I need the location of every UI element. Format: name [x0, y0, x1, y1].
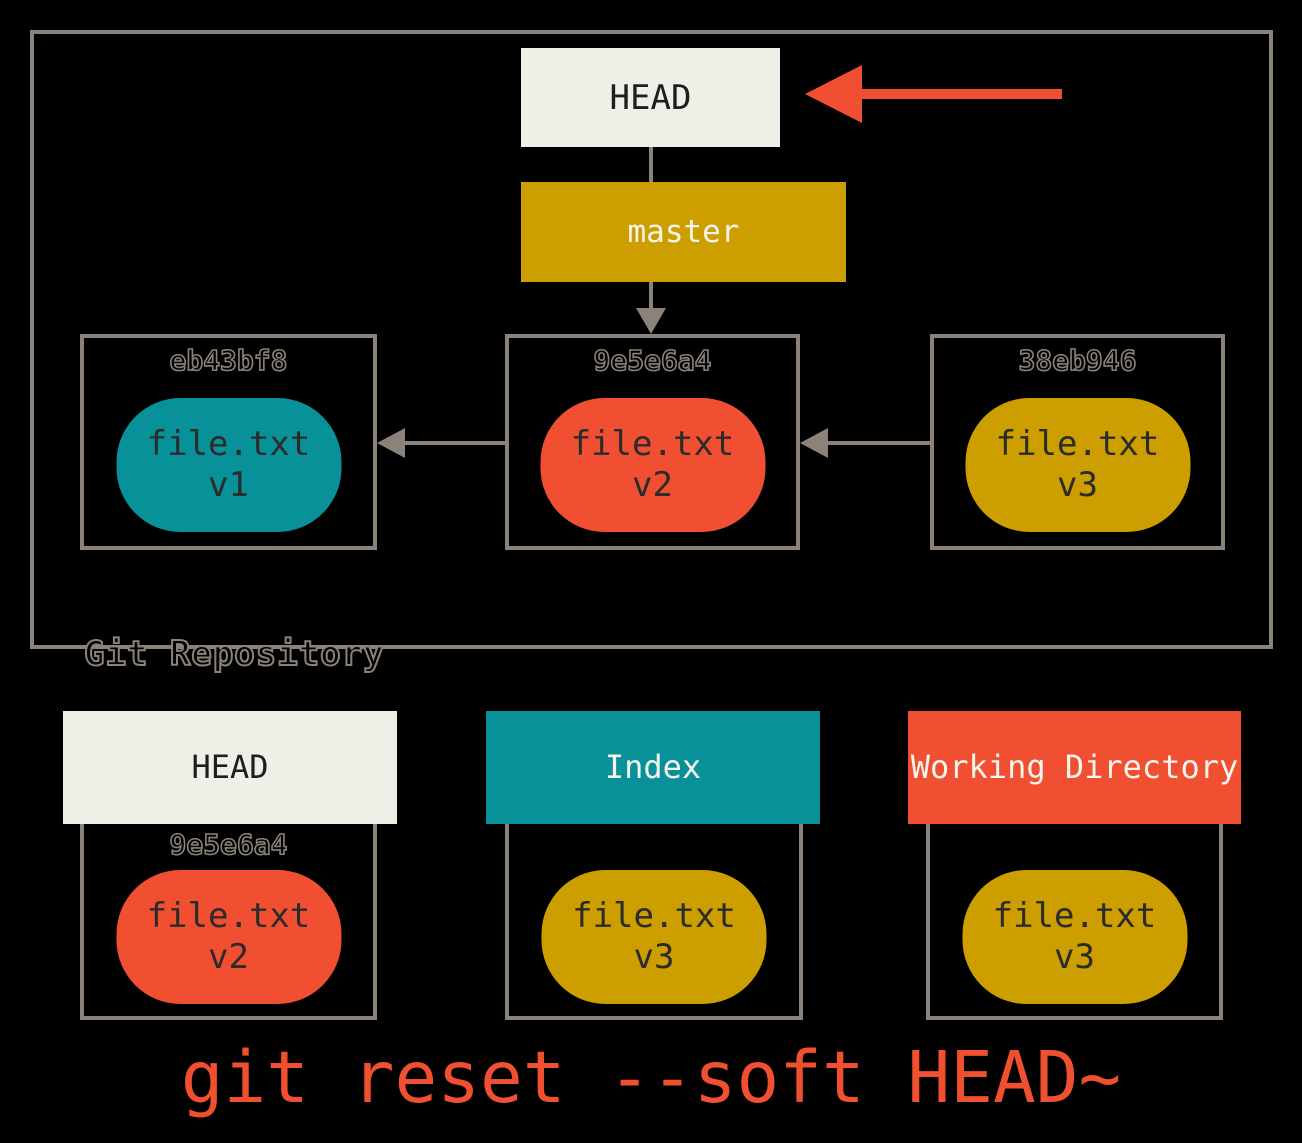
commit-hash: 9e5e6a4	[593, 343, 713, 378]
git-repository-box: Git Repository	[30, 30, 1273, 675]
working-directory-file-blob: file.txt v3	[962, 870, 1187, 1004]
file-blob-v3: file.txt v3	[965, 398, 1190, 532]
left-arrowhead-icon	[800, 428, 828, 458]
file-blob-v1: file.txt v1	[116, 398, 341, 532]
master-to-commit-line	[649, 282, 653, 309]
head-tree-header: HEAD	[63, 711, 397, 824]
master-branch-label: master	[627, 214, 740, 250]
head-tree-file-blob: file.txt v2	[116, 870, 341, 1004]
file-name: file.txt	[570, 423, 735, 464]
file-version: v3	[633, 937, 675, 977]
red-arrow-shaft	[860, 89, 1062, 99]
command-caption: git reset --soft HEAD~	[180, 1036, 1122, 1119]
file-version: v3	[1054, 937, 1095, 977]
head-to-master-line	[649, 147, 653, 183]
head-pointer-label: HEAD	[609, 77, 692, 118]
working-directory-tree-header: Working Directory	[908, 711, 1241, 824]
commit2-to-commit1-line	[403, 441, 505, 445]
head-tree-title: HEAD	[191, 747, 269, 786]
file-blob-v2: file.txt v2	[540, 398, 765, 532]
file-name: file.txt	[572, 895, 736, 936]
master-branch-box: master	[521, 182, 846, 282]
file-version: v2	[632, 465, 673, 505]
index-tree-title: Index	[604, 747, 702, 786]
commit-hash: eb43bf8	[169, 343, 289, 378]
left-arrowhead-icon	[377, 428, 405, 458]
index-tree-header: Index	[486, 711, 820, 824]
file-name: file.txt	[995, 423, 1160, 464]
commit-box-38eb946: 38eb946 file.txt v3	[930, 334, 1225, 550]
git-repository-label: Git Repository	[83, 633, 385, 675]
commit-box-9e5e6a4: 9e5e6a4 file.txt v2	[505, 334, 800, 550]
file-name: file.txt	[992, 895, 1157, 936]
index-tree-box: file.txt v3	[505, 824, 803, 1020]
commit3-to-commit2-line	[826, 441, 930, 445]
working-directory-tree-title: Working Directory	[910, 747, 1239, 786]
down-arrowhead-icon	[636, 308, 666, 334]
commit-box-eb43bf8: eb43bf8 file.txt v1	[80, 334, 377, 550]
index-tree-file-blob: file.txt v3	[541, 870, 767, 1004]
file-version: v3	[1057, 465, 1098, 505]
working-directory-tree-box: file.txt v3	[926, 824, 1223, 1020]
file-version: v2	[208, 937, 249, 977]
head-tree-box: 9e5e6a4 file.txt v2	[80, 824, 377, 1020]
head-tree-hash: 9e5e6a4	[169, 827, 289, 862]
file-name: file.txt	[146, 423, 311, 464]
head-pointer-box: HEAD	[521, 48, 780, 147]
file-version: v1	[208, 465, 249, 505]
file-name: file.txt	[146, 895, 311, 936]
commit-hash: 38eb946	[1018, 343, 1138, 378]
red-arrow-icon	[805, 65, 862, 123]
